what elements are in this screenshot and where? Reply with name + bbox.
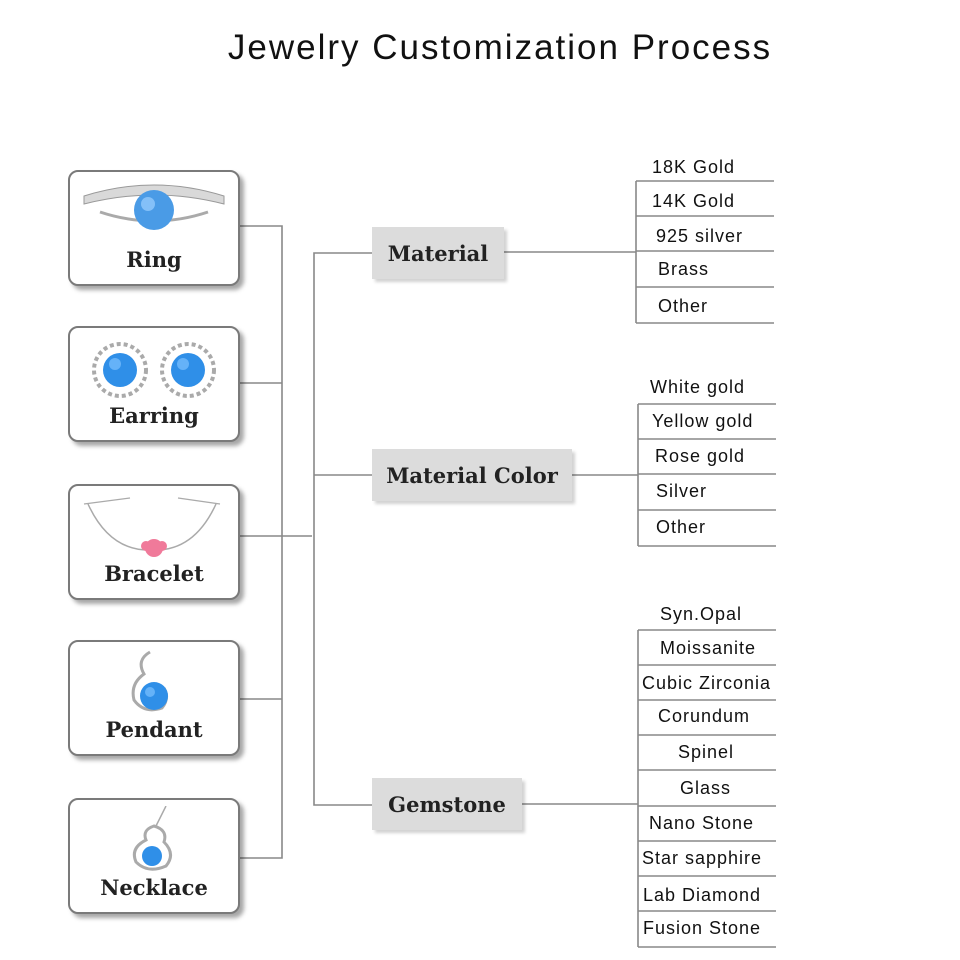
product-card-pendant[interactable]: Pendant [68,640,240,756]
bracelet-icon [83,497,221,557]
product-label: Necklace [100,875,208,900]
option-material-color[interactable]: Yellow gold [652,411,754,431]
product-card-earring[interactable]: Earring [68,326,240,442]
option-material[interactable]: Other [658,296,709,316]
option-gemstone[interactable]: Nano Stone [649,813,755,833]
option-gemstone[interactable]: Moissanite [660,638,757,658]
option-gemstone[interactable]: Star sapphire [642,848,763,868]
category-material-color[interactable]: Material Color [372,449,572,501]
necklace-icon [132,806,172,871]
product-label: Earring [109,403,199,428]
product-label: Ring [126,247,182,272]
category-gemstone[interactable]: Gemstone [372,778,522,830]
option-gemstone[interactable]: Cubic Zirconia [642,673,772,693]
option-material[interactable]: 925 silver [656,226,744,246]
ring-icon [83,184,225,230]
pendant-icon [131,650,169,712]
option-gemstone[interactable]: Fusion Stone [643,918,762,938]
option-material-color[interactable]: Rose gold [655,446,746,466]
option-gemstone[interactable]: Glass [680,778,732,798]
product-card-necklace[interactable]: Necklace [68,798,240,914]
option-material-color[interactable]: Other [656,517,707,537]
option-gemstone[interactable]: Spinel [678,742,735,762]
option-material-color[interactable]: Silver [656,481,708,501]
product-card-ring[interactable]: Ring [68,170,240,286]
option-gemstone[interactable]: Corundum [658,706,751,726]
product-label: Pendant [105,717,203,742]
option-material[interactable]: Brass [658,259,710,279]
product-label: Bracelet [104,561,204,586]
page-title: Jewelry Customization Process [227,28,773,67]
option-material-color[interactable]: White gold [650,377,746,397]
option-material[interactable]: 18K Gold [652,157,736,177]
option-gemstone[interactable]: Lab Diamond [643,885,762,905]
option-material[interactable]: 14K Gold [652,191,736,211]
option-gemstone[interactable]: Syn.Opal [660,604,743,624]
product-card-bracelet[interactable]: Bracelet [68,484,240,600]
category-material[interactable]: Material [372,227,504,279]
earring-icon [92,342,216,398]
